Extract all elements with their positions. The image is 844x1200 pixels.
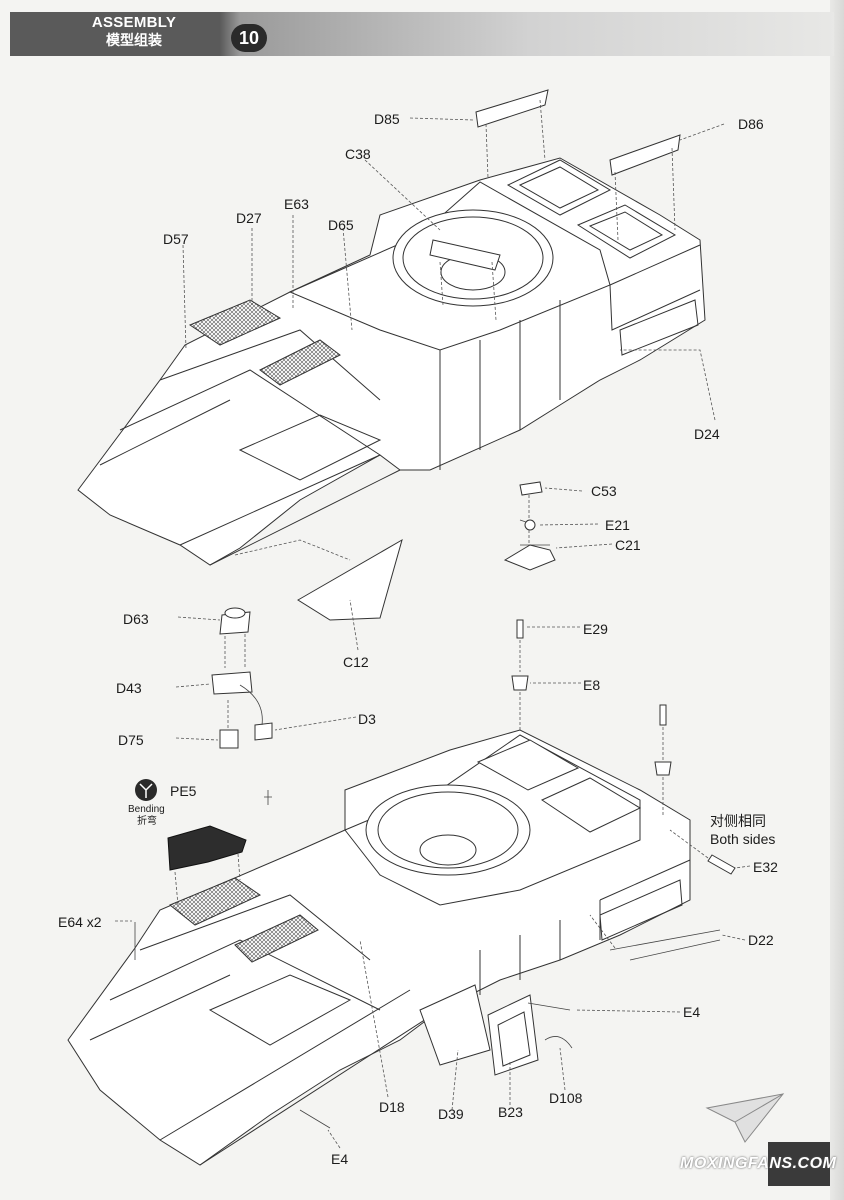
upper-hull-drawing	[77, 157, 706, 566]
section-title-cn: 模型组装	[106, 33, 162, 49]
label-d43: D43	[116, 680, 142, 696]
label-e8: E8	[583, 677, 601, 693]
label-d63: D63	[123, 611, 149, 627]
site-watermark: MOXINGFANS.COM	[680, 1155, 837, 1172]
label-c38: C38	[345, 146, 371, 162]
label-d75: D75	[118, 732, 144, 748]
label-d85: D85	[374, 111, 400, 127]
note-both-sides-en: Both sides	[710, 831, 776, 847]
pe5-photo-etch-drawing	[167, 825, 247, 871]
label-e32: E32	[753, 859, 778, 875]
label-c21: C21	[615, 537, 641, 553]
label-d39: D39	[438, 1106, 464, 1122]
note-both-sides-cn: 对侧相同	[710, 813, 766, 829]
label-e64: E64 x2	[58, 914, 102, 930]
step-number-badge: 10	[231, 24, 267, 52]
label-bending-en: Bending	[128, 804, 165, 815]
section-title-en: ASSEMBLY	[91, 14, 177, 31]
part-c38-drawing	[429, 239, 501, 271]
label-d3: D3	[358, 711, 376, 727]
label-pe5: PE5	[170, 783, 197, 799]
label-c53: C53	[591, 483, 617, 499]
label-c12: C12	[343, 654, 369, 670]
label-e29: E29	[583, 621, 608, 637]
part-d85-drawing	[475, 89, 549, 128]
label-e63: E63	[284, 196, 309, 212]
label-d18: D18	[379, 1099, 405, 1115]
page-corner-block	[768, 1142, 830, 1186]
bending-icon	[135, 779, 157, 801]
paper-plane-logo-icon	[705, 1093, 785, 1143]
label-d108: D108	[549, 1090, 583, 1106]
label-e4-right: E4	[683, 1004, 701, 1020]
header-bar	[10, 12, 834, 56]
periscope-assembly-drawing	[175, 607, 357, 749]
label-d86: D86	[738, 116, 764, 132]
label-d65: D65	[328, 217, 354, 233]
label-bending-cn: 折弯	[137, 816, 157, 827]
label-d27: D27	[236, 210, 262, 226]
side-skirt-c12-drawing	[297, 538, 403, 621]
part-d86-drawing	[609, 134, 681, 176]
section-title: ASSEMBLY 模型组装	[64, 14, 204, 50]
lower-hull-drawing	[67, 729, 691, 1166]
label-d57: D57	[163, 231, 189, 247]
label-d22: D22	[748, 932, 774, 948]
antenna-parts-drawing	[511, 619, 581, 735]
page-binding-edge	[830, 0, 844, 1200]
label-d24: D24	[694, 426, 720, 442]
small-parts-cluster-drawing	[503, 481, 613, 571]
label-b23: B23	[498, 1104, 523, 1120]
label-e4-bottom: E4	[331, 1151, 349, 1167]
small-rod-drawing	[264, 790, 272, 805]
label-e21: E21	[605, 517, 630, 533]
